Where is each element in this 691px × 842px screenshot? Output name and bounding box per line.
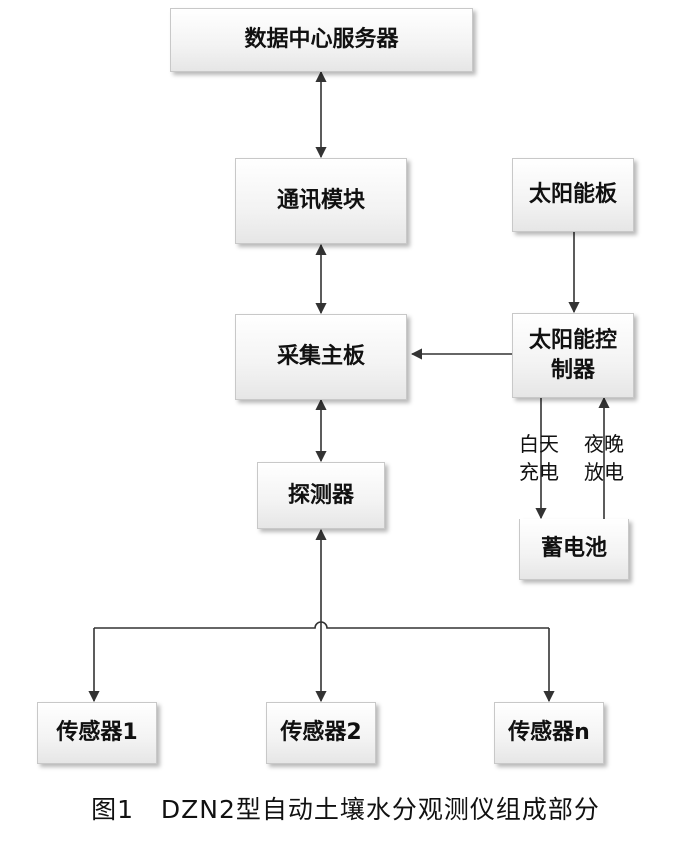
sensorn-label: 传感器n [508, 720, 590, 745]
solar-controller-label-2: 制器 [550, 357, 595, 383]
sensor1-box: 传感器1 [37, 702, 157, 764]
main-board-label: 采集主板 [276, 344, 365, 369]
comm-module-box: 通讯模块 [235, 158, 407, 244]
discharge-label-1: 夜晚 [584, 432, 624, 456]
charge-label: 白天 充电 [517, 430, 561, 486]
sensor-bus [94, 621, 549, 629]
sensor2-box: 传感器2 [266, 702, 376, 764]
sensor2-label: 传感器2 [280, 720, 362, 745]
solar-panel-box: 太阳能板 [512, 158, 634, 232]
comm-module-label: 通讯模块 [276, 188, 365, 213]
detector-box: 探测器 [257, 462, 385, 529]
charge-label-2: 充电 [519, 460, 559, 484]
discharge-label-2: 放电 [584, 460, 624, 484]
battery-label: 蓄电池 [540, 536, 607, 561]
server-label: 数据中心服务器 [244, 27, 399, 52]
sensorn-box: 传感器n [494, 702, 604, 764]
solar-controller-box: 太阳能控 制器 [512, 313, 634, 398]
server-box: 数据中心服务器 [170, 8, 473, 72]
detector-label: 探测器 [287, 482, 354, 508]
solar-controller-label-1: 太阳能控 [528, 327, 617, 353]
battery-box: 蓄电池 [519, 519, 629, 580]
charge-label-1: 白天 [519, 432, 559, 456]
figure-caption: 图1 DZN2型自动土壤水分观测仪组成部分 [91, 795, 600, 824]
discharge-label: 夜晚 放电 [582, 430, 626, 486]
main-board-box: 采集主板 [235, 314, 407, 400]
solar-panel-label: 太阳能板 [528, 182, 617, 207]
sensor1-label: 传感器1 [56, 720, 138, 745]
